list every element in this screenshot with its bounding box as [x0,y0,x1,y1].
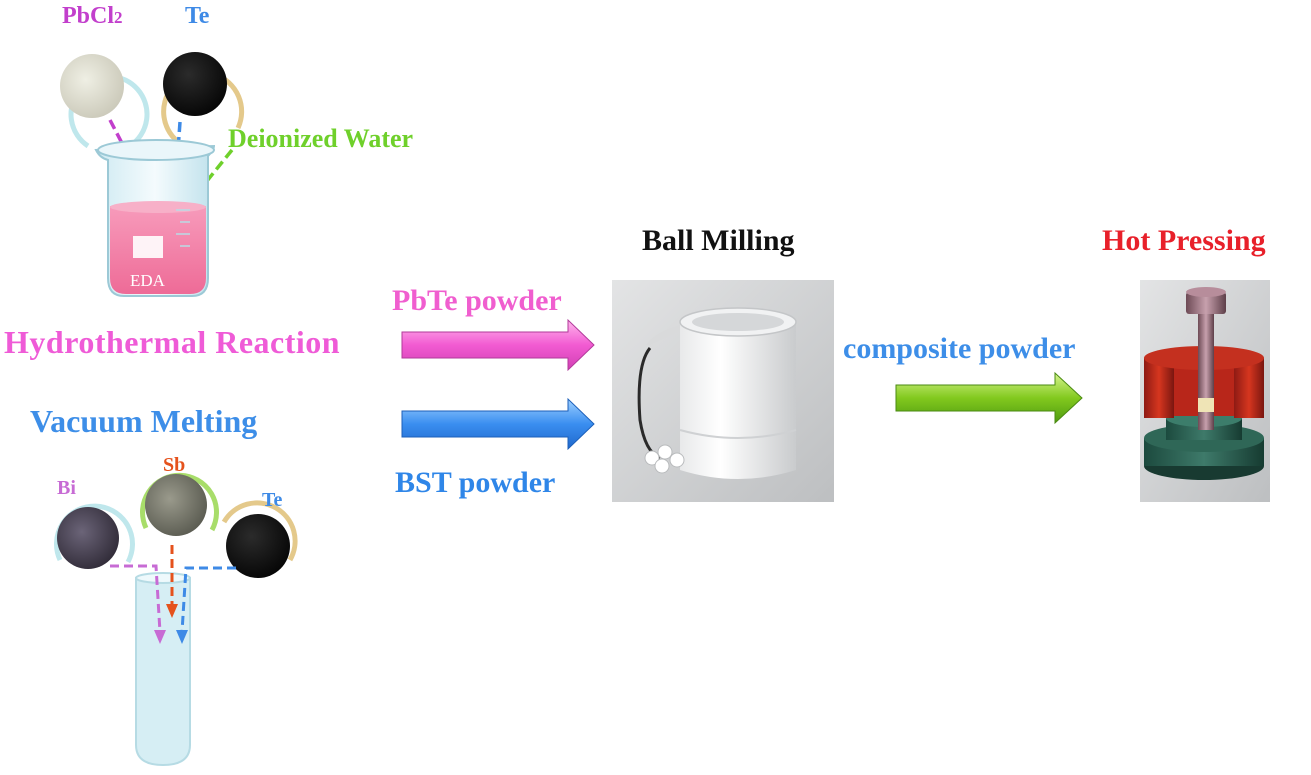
deionized-water-label: Deionized Water [228,124,414,153]
bst-powder-label: BST powder [395,466,556,499]
pbte-arrow [401,318,595,372]
te-dashed-arrow-bottom [176,566,236,644]
te-powder-icon-bottom [221,500,298,578]
pbcl2-label: PbCl2 [62,3,123,29]
bi-dashed-arrow [110,564,166,644]
hydrothermal-reaction-label: Hydrothermal Reaction [4,324,341,360]
beaker-icon [94,139,216,297]
sb-label: Sb [163,454,186,476]
te-powder-icon [161,52,245,153]
te-label-bottom: Te [262,489,283,511]
hot-pressing-die-image [1140,280,1270,502]
bi-powder-icon [54,503,135,569]
bi-label: Bi [57,477,76,499]
pbte-powder-label: PbTe powder [392,284,562,317]
pbcl2-powder-icon [60,54,150,149]
test-tube-icon [135,572,191,767]
ball-milling-label: Ball Milling [642,224,795,257]
te-label-top: Te [185,3,210,29]
sb-dashed-arrow [166,545,178,618]
composite-powder-label: composite powder [843,332,1076,365]
vacuum-melting-label: Vacuum Melting [30,403,258,439]
sb-powder-icon [140,472,219,536]
bst-arrow [401,397,595,451]
ball-milling-jar-image [612,280,834,502]
eda-label: EDA [130,271,165,290]
hot-pressing-label: Hot Pressing [1102,224,1266,257]
composite-powder-arrow [895,371,1083,425]
